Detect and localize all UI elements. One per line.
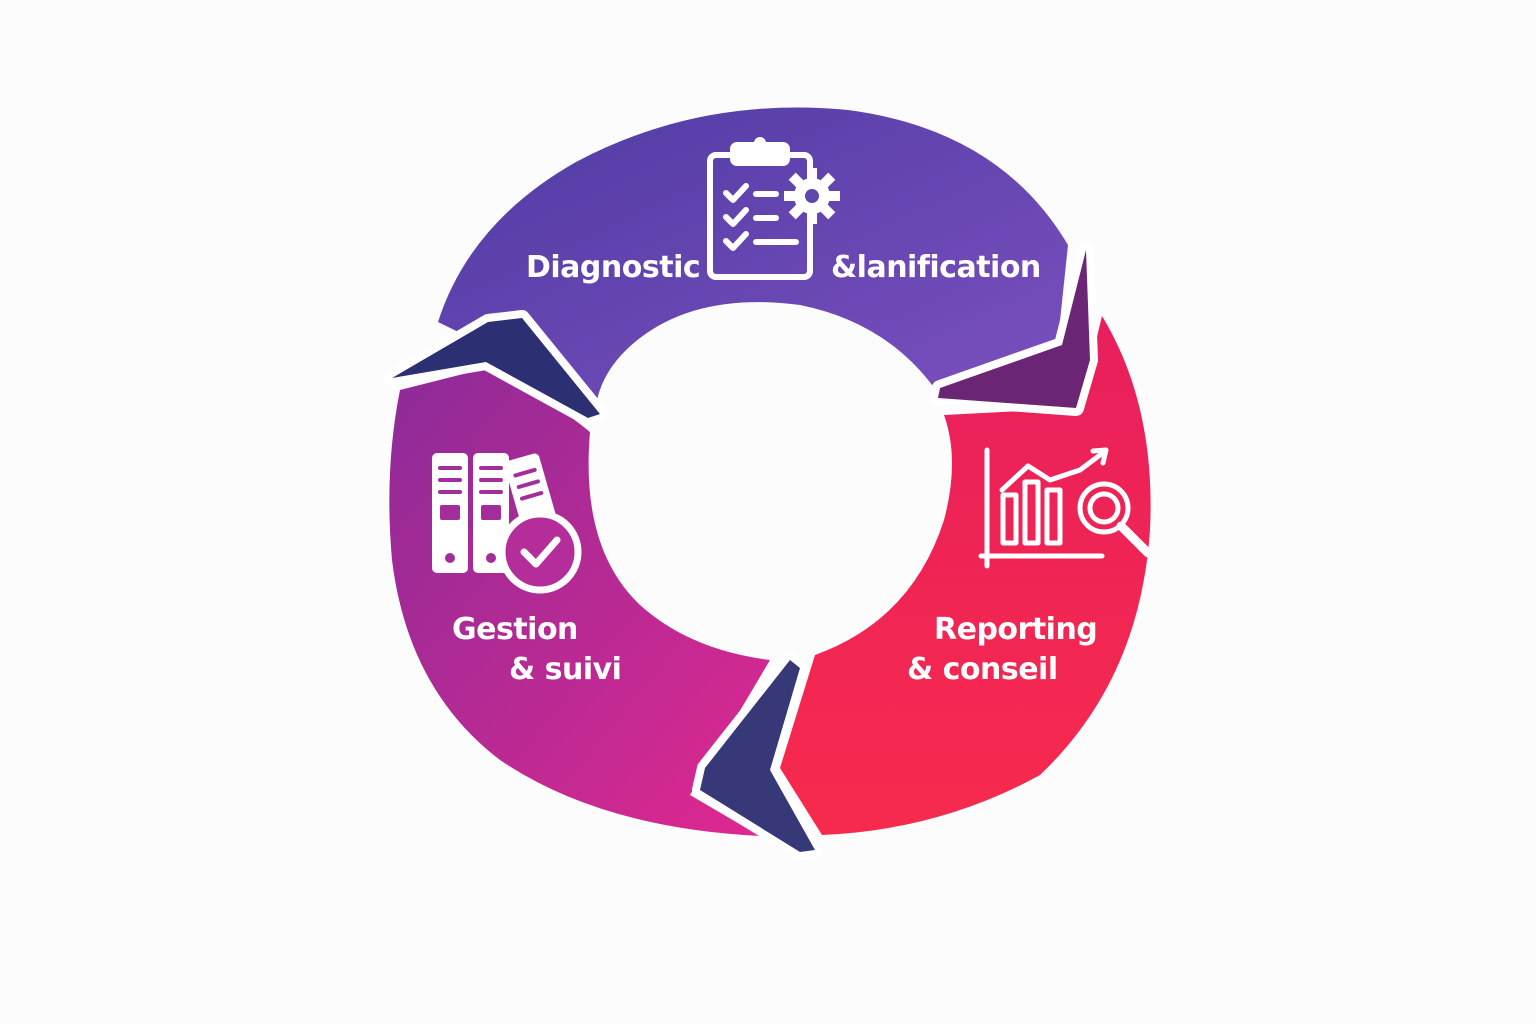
clipboard-checklist-gear-icon [707,137,840,280]
label-conseil: & conseil [907,652,1058,687]
label-diagnostic: Diagnostic [526,250,701,285]
arrow-right [930,242,1098,416]
label-reporting: Reporting [934,612,1098,647]
arrow-top-left [384,310,608,426]
label-gestion: Gestion [452,612,578,647]
arrow-bottom [692,652,823,860]
label-planification: &lanification [831,250,1041,285]
binders-check-icon [432,453,582,594]
segment-diagnostic [438,107,1068,401]
chart-magnifier-icon [978,447,1153,569]
segment-reporting [780,316,1151,835]
label-suivi: & suivi [509,652,622,687]
